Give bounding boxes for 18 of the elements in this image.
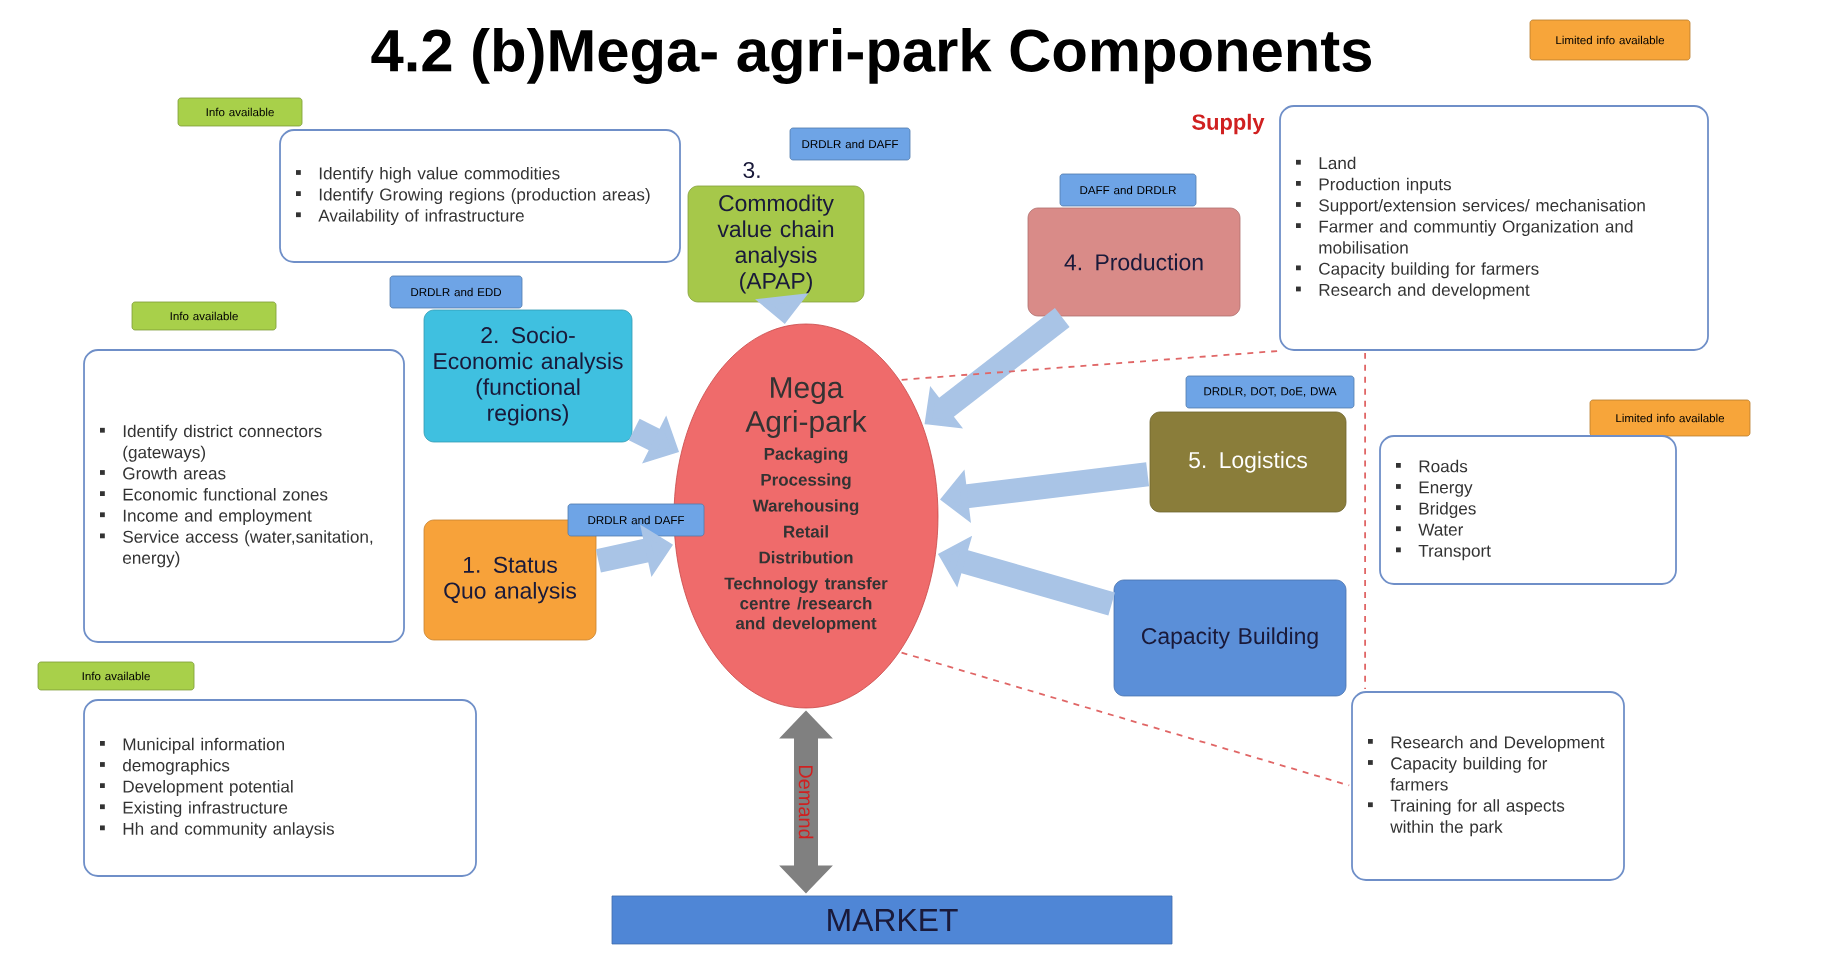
process-box: 5. Logistics (1149, 411, 1347, 513)
list-box: Land Production inputs Support/extension services/ mechanisation Farmer and communtiy Organization and mobilisation Capacity building for farmers Research and development (1279, 105, 1709, 351)
title: 4.2 (b)Mega- agri-park Components (371, 28, 1371, 84)
process-box: Capacity Building (1113, 579, 1347, 697)
dashed-line (900, 651, 1351, 787)
list-box: Identify high value commodities Identify Growing regions (production areas) Availability of infrastructure (279, 129, 681, 263)
process-box: 4. Production (1027, 207, 1241, 317)
list-box: Research and Development Capacity building for farmers Training for all aspects within the park (1351, 691, 1625, 881)
process-box: Commodity value chain analysis (APAP) 3. (687, 161, 865, 303)
list-box: Identify district connectors (gateways) Growth areas Economic functional zones Income and employment Service access (water,sanitation, energy) (83, 349, 405, 643)
node-label: 3. (743, 161, 760, 179)
dashed-line (1364, 352, 1366, 690)
list-box: Roads Energy Bridges Water Transport (1379, 435, 1677, 585)
process-box: 2. Socio-Economic analysis (functional regions) (423, 309, 633, 443)
list-box: Municipal information demographics Development potential Existing infrastructure Hh and community anlaysis (83, 699, 477, 877)
dashed-line (900, 350, 1278, 381)
supply-label: Supply (1192, 113, 1265, 135)
market-bar: MARKET (611, 895, 1173, 945)
